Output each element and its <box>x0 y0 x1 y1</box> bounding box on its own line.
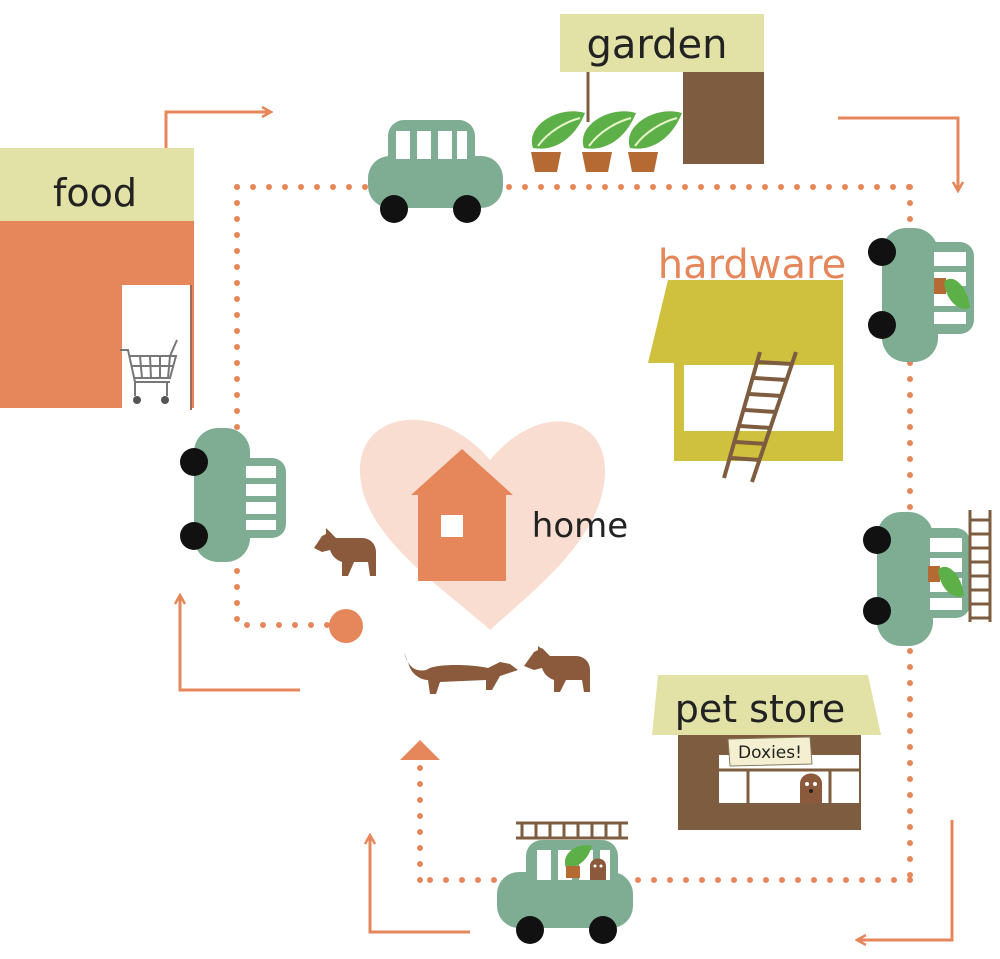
arrow-icon <box>370 836 470 934</box>
home: home <box>360 419 628 630</box>
car-icon <box>368 120 503 223</box>
car-icon <box>497 821 633 944</box>
arrow-icon <box>858 820 954 940</box>
car-icon <box>868 228 974 362</box>
dog-icon <box>590 858 606 880</box>
direction-arrows <box>164 112 958 940</box>
house-icon <box>411 449 513 581</box>
route-left <box>234 184 343 628</box>
arrow-icon <box>838 116 958 190</box>
home-label: home <box>532 506 628 546</box>
pet-store-label: pet store <box>675 687 846 731</box>
dog-icon <box>524 646 590 692</box>
plant-icon <box>628 111 682 172</box>
ladder-icon <box>722 351 798 483</box>
doxies-sign-text: Doxies! <box>738 743 802 763</box>
plant-icon <box>944 278 970 309</box>
car-icon <box>180 428 286 562</box>
plant-icon <box>582 111 636 172</box>
dog-icon <box>404 652 518 694</box>
hardware-store: hardware <box>648 242 846 483</box>
plant-icon <box>531 111 585 172</box>
ladder-icon <box>516 821 628 840</box>
garden-store: garden <box>531 14 764 172</box>
food-label: food <box>53 171 137 215</box>
arrow-icon <box>164 112 270 150</box>
start-point <box>329 609 363 643</box>
return-arrowhead <box>400 740 440 760</box>
food-store: food <box>0 148 194 410</box>
ladder-icon <box>968 510 992 622</box>
plant-icon <box>564 845 592 868</box>
dotted-route <box>234 184 913 883</box>
doxies-sign: Doxies! <box>727 736 813 767</box>
dog-icon <box>800 773 822 803</box>
pet-store: pet store Doxies! <box>652 675 881 830</box>
car-icon <box>863 510 992 646</box>
plant-icon <box>938 566 964 597</box>
shopping-cart-icon <box>120 339 178 404</box>
dog-icon <box>314 528 376 576</box>
garden-label: garden <box>587 22 728 68</box>
arrow-icon <box>180 596 300 692</box>
